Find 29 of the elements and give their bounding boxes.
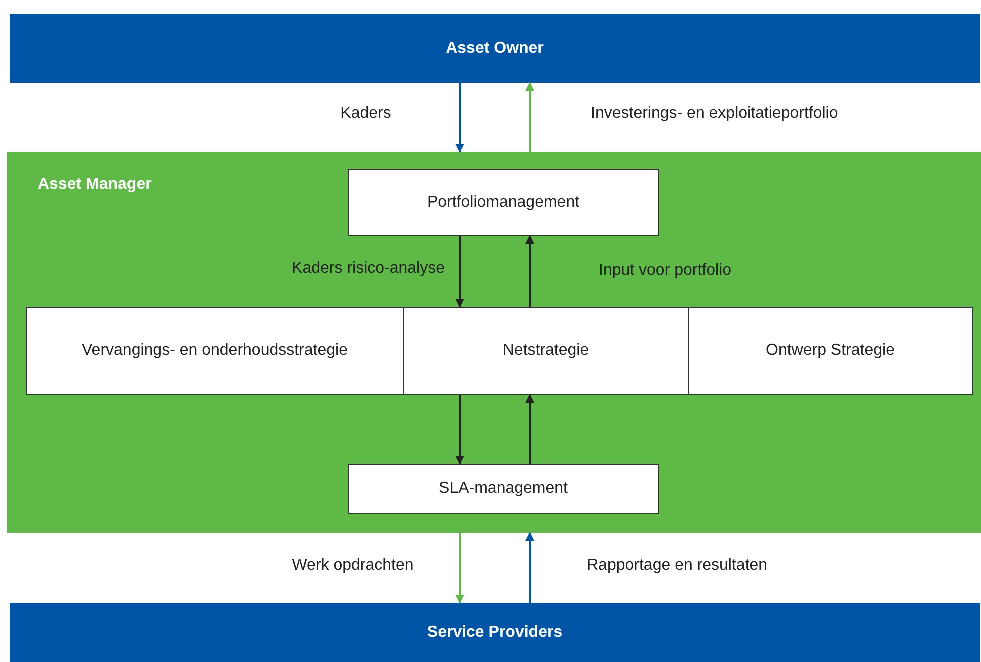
box-label: SLA-management <box>439 480 568 498</box>
edge-label: Rapportage en resultaten <box>587 557 768 575</box>
box-label: Ontwerp Strategie <box>766 342 895 360</box>
footer-band <box>10 603 980 662</box>
process-box <box>688 307 973 395</box>
arrow <box>456 533 464 604</box>
box-label: Portfoliomanagement <box>427 194 580 212</box>
arrow <box>526 82 534 152</box>
arrow <box>456 395 464 465</box>
edge-label: Werk opdrachten <box>292 557 414 575</box>
process-box <box>26 307 404 395</box>
heading: Asset Owner <box>446 40 544 58</box>
edge-label: Kaders risico-analyse <box>292 260 445 278</box>
heading: Asset Manager <box>38 176 152 194</box>
box-label: Vervangings- en onderhoudsstrategie <box>82 342 348 360</box>
arrow <box>526 394 534 464</box>
edge-label: Investerings- en exploitatieportfolio <box>591 105 838 123</box>
arrow <box>526 235 534 307</box>
process-box <box>348 169 659 236</box>
group-panel <box>7 152 981 533</box>
header-band <box>10 14 980 83</box>
box-label: Netstrategie <box>502 342 590 360</box>
edge-label: Input voor portfolio <box>599 262 732 280</box>
arrow <box>456 83 464 153</box>
arrow <box>526 532 534 603</box>
arrow <box>456 236 464 308</box>
process-box <box>348 464 659 514</box>
heading: Service Providers <box>427 624 563 642</box>
process-box <box>403 307 689 395</box>
